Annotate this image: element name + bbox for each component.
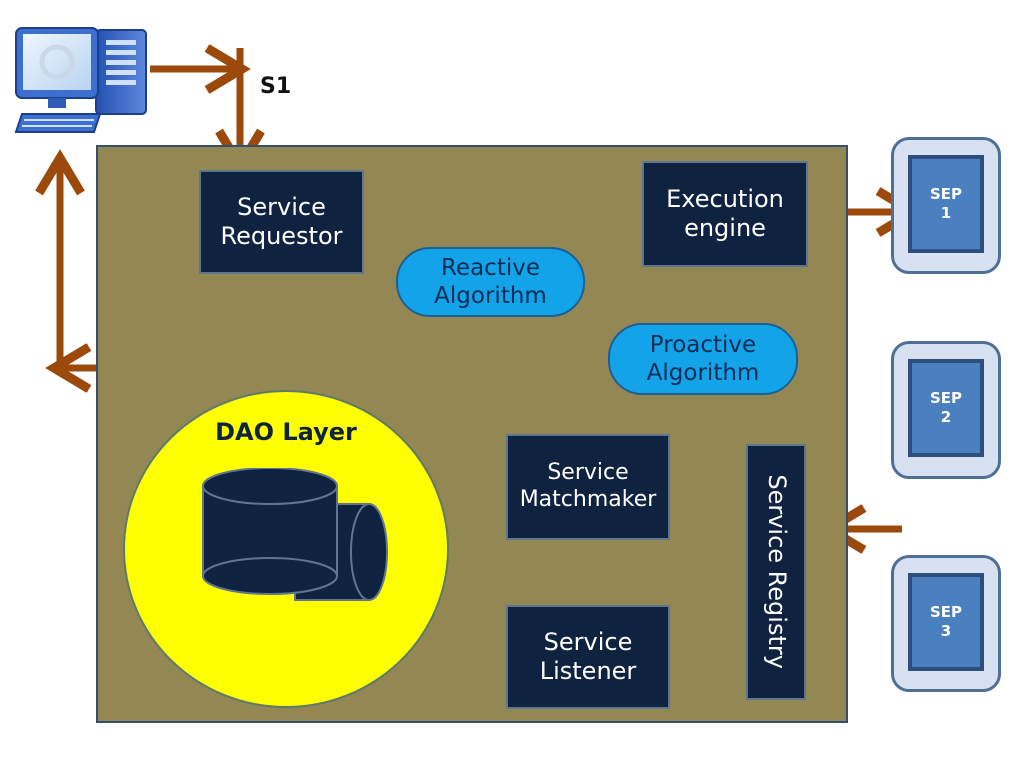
service-listener-box[interactable]: Service Listener: [506, 605, 670, 709]
sep-2-container[interactable]: SEP 2: [891, 341, 1001, 479]
database-icon: [202, 468, 388, 601]
dao-layer-ellipse[interactable]: DAO Layer: [123, 390, 449, 708]
dao-layer-title: DAO Layer: [215, 418, 357, 446]
s1-label: S1: [260, 74, 292, 99]
service-requestor-box[interactable]: Service Requestor: [199, 170, 364, 274]
service-registry-box[interactable]: Service Registry: [746, 444, 806, 700]
proactive-algorithm-pill[interactable]: Proactive Algorithm: [608, 323, 798, 395]
sep-2-label: SEP 2: [908, 359, 984, 457]
sep-1-container[interactable]: SEP 1: [891, 137, 1001, 274]
sep-3-container[interactable]: SEP 3: [891, 555, 1001, 692]
service-registry-label: Service Registry: [762, 474, 791, 670]
execution-engine-box[interactable]: Execution engine: [642, 161, 808, 267]
service-matchmaker-box[interactable]: Service Matchmaker: [506, 434, 670, 540]
computer-icon: [14, 24, 152, 142]
sep-3-label: SEP 3: [908, 573, 984, 671]
sep-1-label: SEP 1: [908, 155, 984, 253]
reactive-algorithm-pill[interactable]: Reactive Algorithm: [396, 247, 585, 317]
